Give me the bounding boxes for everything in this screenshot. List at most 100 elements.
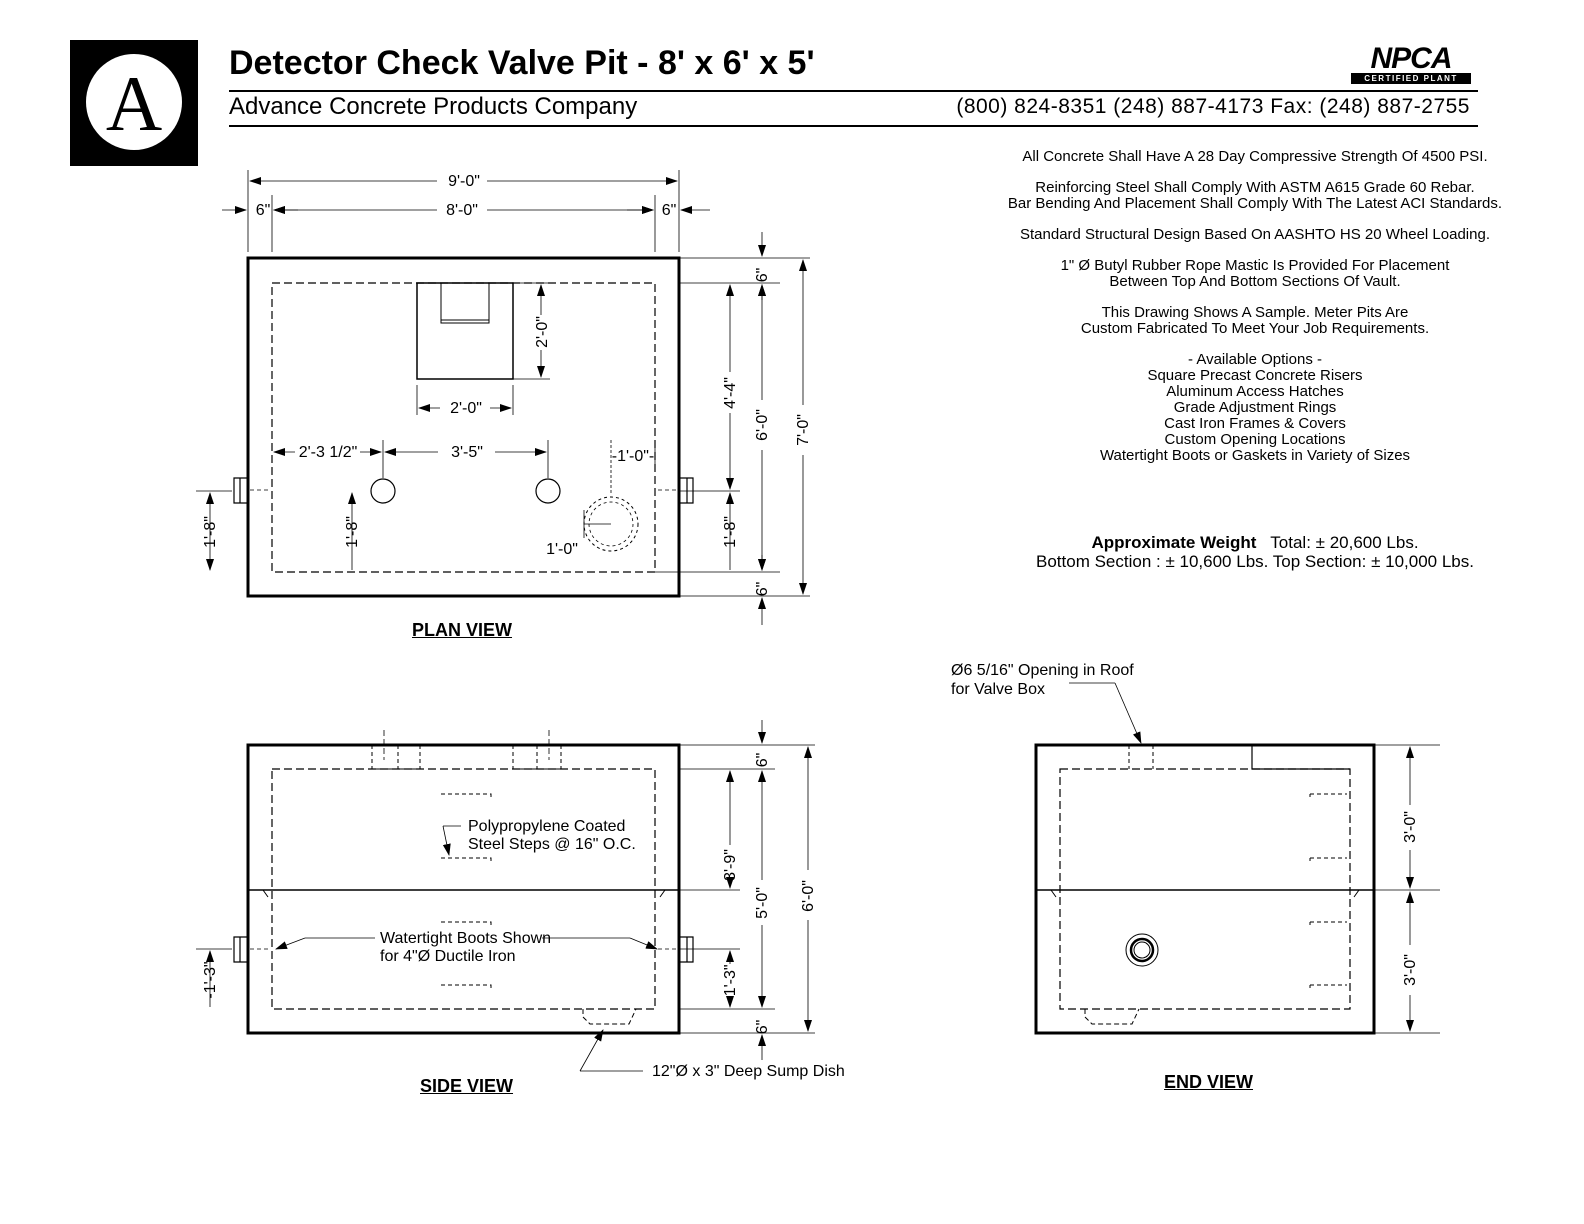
plan-dim-lines xyxy=(196,170,810,625)
company-logo: A xyxy=(70,40,198,166)
plan-view xyxy=(196,170,810,625)
plan-inner-wall xyxy=(271,282,656,573)
side-view xyxy=(196,720,815,1072)
npca-logo-subtext: CERTIFIED PLANT xyxy=(1351,73,1471,84)
end-pipe-bore xyxy=(1133,941,1151,959)
npca-certified-logo: NPCA CERTIFIED PLANT xyxy=(1351,44,1471,84)
end-roof-opening xyxy=(1128,745,1154,769)
plan-dim-pipe-height-right: 1'-8" xyxy=(722,516,739,548)
general-notes: All Concrete Shall Have A 28 Day Compres… xyxy=(990,149,1520,464)
available-options: - Available Options - Square Precast Con… xyxy=(990,352,1520,464)
side-opening-centerlines xyxy=(383,730,550,760)
weight-total: Total: ± 20,600 Lbs. xyxy=(1270,533,1419,552)
option-item: Aluminum Access Hatches xyxy=(1166,383,1344,400)
side-sump-dish xyxy=(582,1008,637,1025)
logo-circle: A xyxy=(86,54,182,150)
option-item: Grade Adjustment Rings xyxy=(1173,399,1337,416)
plan-boot-left xyxy=(233,477,248,504)
plan-dim-pipe-height-outer: 1'-8" xyxy=(202,516,219,548)
plan-boot-right xyxy=(679,477,694,504)
plan-dim-overall-width: 9'-0" xyxy=(448,173,480,190)
plan-dim-top-wall: 6" xyxy=(754,268,771,283)
plan-dim-overall-length: 7'-0" xyxy=(795,414,812,446)
side-boots-note-2: for 4"Ø Ductile Iron xyxy=(380,948,516,965)
plan-dim-wall-left: 6" xyxy=(256,202,271,219)
side-boot-right xyxy=(679,936,694,963)
drawing-title: Detector Check Valve Pit - 8' x 6' x 5' xyxy=(229,44,815,82)
end-joint-marks xyxy=(1050,889,1360,898)
side-dim-lower: -1'-3" xyxy=(722,964,739,1001)
side-dim-overall-height: 6'-0" xyxy=(800,880,817,912)
title-divider xyxy=(229,90,1478,92)
side-inner-wall xyxy=(271,768,656,1010)
end-view xyxy=(1034,682,1440,1035)
end-leaders xyxy=(1069,682,1142,744)
side-dim-bottom-wall: 6" xyxy=(754,1020,771,1035)
plan-dim-offset-left: 2'-3 1/2" xyxy=(299,444,358,461)
side-dim-upper: 3'-9" xyxy=(722,849,739,881)
plan-dim-inside-length: 6'-0" xyxy=(754,409,771,441)
end-inner-wall xyxy=(1059,768,1351,1010)
plan-dim-bottom-wall: 6" xyxy=(754,582,771,597)
side-joint-marks xyxy=(262,889,666,898)
header-divider xyxy=(229,125,1478,127)
plan-pipe-left xyxy=(370,478,396,504)
option-item: Cast Iron Frames & Covers xyxy=(1164,415,1346,432)
npca-logo-text: NPCA xyxy=(1370,42,1452,75)
option-item: Custom Opening Locations xyxy=(1164,431,1346,448)
end-pipe-boot-outer xyxy=(1125,933,1159,967)
side-sump-note: 12"Ø x 3" Deep Sump Dish xyxy=(652,1063,845,1080)
plan-view-label: PLAN VIEW xyxy=(412,620,513,640)
side-dim-top-wall: 6" xyxy=(754,753,771,768)
end-opening-note-1: Ø6 5/16" Opening in Roof xyxy=(951,662,1134,679)
side-leaders xyxy=(275,825,658,1072)
plan-pipe-right xyxy=(535,478,561,504)
side-dim-pipe-height: -1'-3" xyxy=(202,961,219,998)
approximate-weight: Approximate Weight Total: ± 20,600 Lbs. … xyxy=(990,533,1520,571)
weight-sections: Bottom Section : ± 10,600 Lbs. Top Secti… xyxy=(1036,552,1474,571)
option-item: Watertight Boots or Gaskets in Variety o… xyxy=(1099,447,1411,464)
option-item: Square Precast Concrete Risers xyxy=(1147,367,1363,384)
end-dim-top-section: 3'-0" xyxy=(1402,811,1419,843)
phone-numbers: (800) 824-8351 (248) 887-4173 Fax: (248)… xyxy=(956,95,1470,118)
note-sample-1: This Drawing Shows A Sample. Meter Pits … xyxy=(1101,304,1409,321)
note-steel-1: Reinforcing Steel Shall Comply With ASTM… xyxy=(1035,179,1475,196)
note-strength: All Concrete Shall Have A 28 Day Compres… xyxy=(1022,148,1488,165)
plan-dim-inside-width: 8'-0" xyxy=(446,202,478,219)
company-name: Advance Concrete Products Company xyxy=(229,93,638,120)
plan-dim-valve-offset: -1'-0"- xyxy=(612,448,655,465)
plan-dim-between-pipes: 3'-5" xyxy=(451,444,483,461)
end-steel-steps xyxy=(1309,793,1347,988)
plan-dim-hatch-width: 2'-0" xyxy=(450,400,482,417)
end-dim-bottom-section: 3'-0" xyxy=(1402,954,1419,986)
plan-hatch-ladder xyxy=(440,283,490,324)
end-dim-lines xyxy=(1374,744,1440,1034)
side-steps-note-2: Steel Steps @ 16" O.C. xyxy=(468,836,636,853)
logo-letter: A xyxy=(105,60,163,147)
side-roof-openings xyxy=(371,745,562,769)
end-sump-dish xyxy=(1084,1008,1140,1025)
end-hatch-opening xyxy=(1251,745,1350,770)
side-outer-wall xyxy=(246,743,681,1035)
options-title: - Available Options - xyxy=(1188,351,1322,368)
side-boot-left xyxy=(233,936,248,963)
end-pipe-boot-ring xyxy=(1129,937,1155,963)
plan-hatch-opening xyxy=(416,282,514,380)
weight-label: Approximate Weight xyxy=(1091,533,1257,552)
note-design: Standard Structural Design Based On AASH… xyxy=(1020,226,1490,243)
end-opening-note-2: for Valve Box xyxy=(951,681,1045,698)
end-view-label: END VIEW xyxy=(1164,1072,1254,1092)
plan-dim-wall-right: 6" xyxy=(662,202,677,219)
plan-dim-valve-small: 1'-0" xyxy=(546,541,578,558)
side-view-label: SIDE VIEW xyxy=(420,1076,514,1096)
end-outer-wall xyxy=(1034,743,1376,1035)
plan-dim-pipe-height-inner: 1'-8" xyxy=(344,516,361,548)
side-boots-note-1: Watertight Boots Shown xyxy=(380,930,551,947)
plan-dim-hatch-height: 2'-0" xyxy=(534,316,551,348)
note-steel-2: Bar Bending And Placement Shall Comply W… xyxy=(1007,195,1503,212)
plan-outer-wall xyxy=(246,256,681,598)
plan-dim-upper-inside: 4'-4" xyxy=(722,377,739,409)
side-dim-lines xyxy=(196,720,815,1060)
note-sample-2: Custom Fabricated To Meet Your Job Requi… xyxy=(1080,320,1430,337)
